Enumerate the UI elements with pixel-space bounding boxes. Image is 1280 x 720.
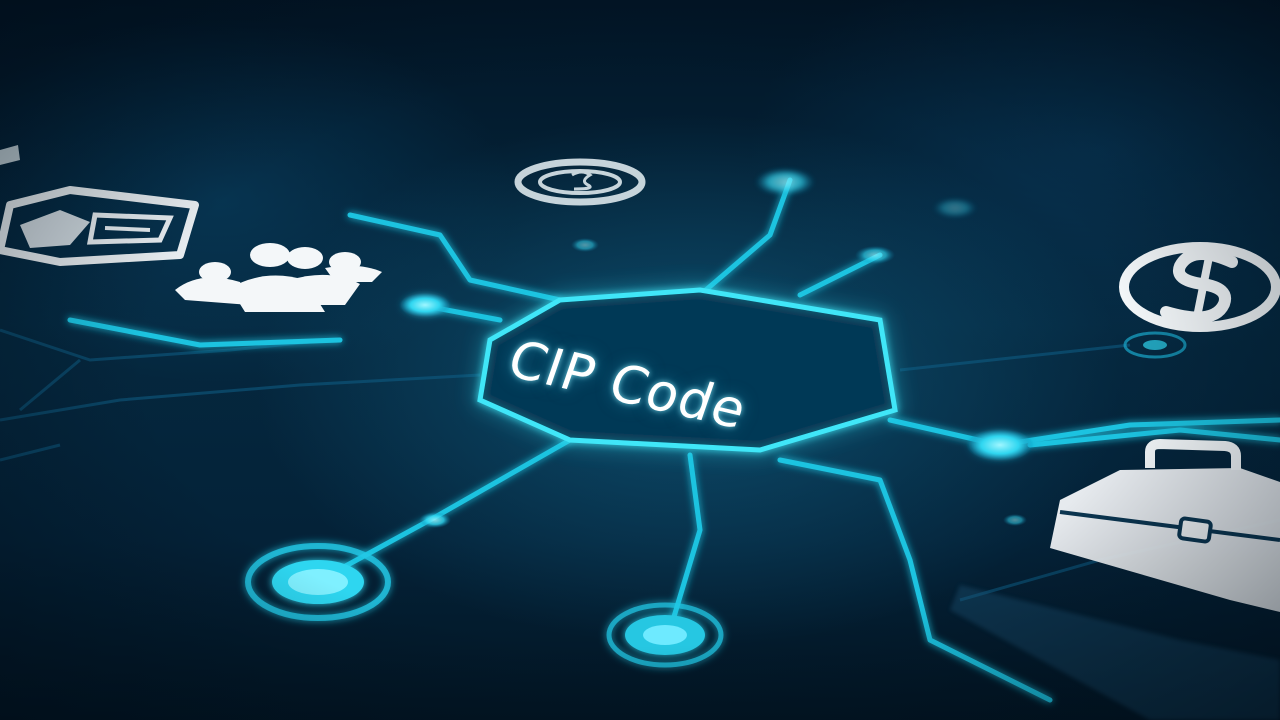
trace-down-left <box>317 437 573 583</box>
ring-node-left <box>245 543 391 621</box>
trace-down-right <box>777 457 1053 703</box>
trace-up <box>697 177 793 298</box>
document-icon <box>0 145 20 165</box>
certificate-icon <box>0 186 199 266</box>
ring-node-bottom <box>606 602 724 668</box>
briefcase-icon <box>1050 438 1280 612</box>
trace-left-mid <box>67 317 343 348</box>
trace-left-upper <box>347 212 563 303</box>
people-group-icon <box>175 243 382 312</box>
ring-node-small-right <box>1123 331 1187 359</box>
foreground-panel <box>950 585 1280 720</box>
dollar-circle-icon <box>1119 242 1280 332</box>
coin-icon <box>514 158 646 206</box>
